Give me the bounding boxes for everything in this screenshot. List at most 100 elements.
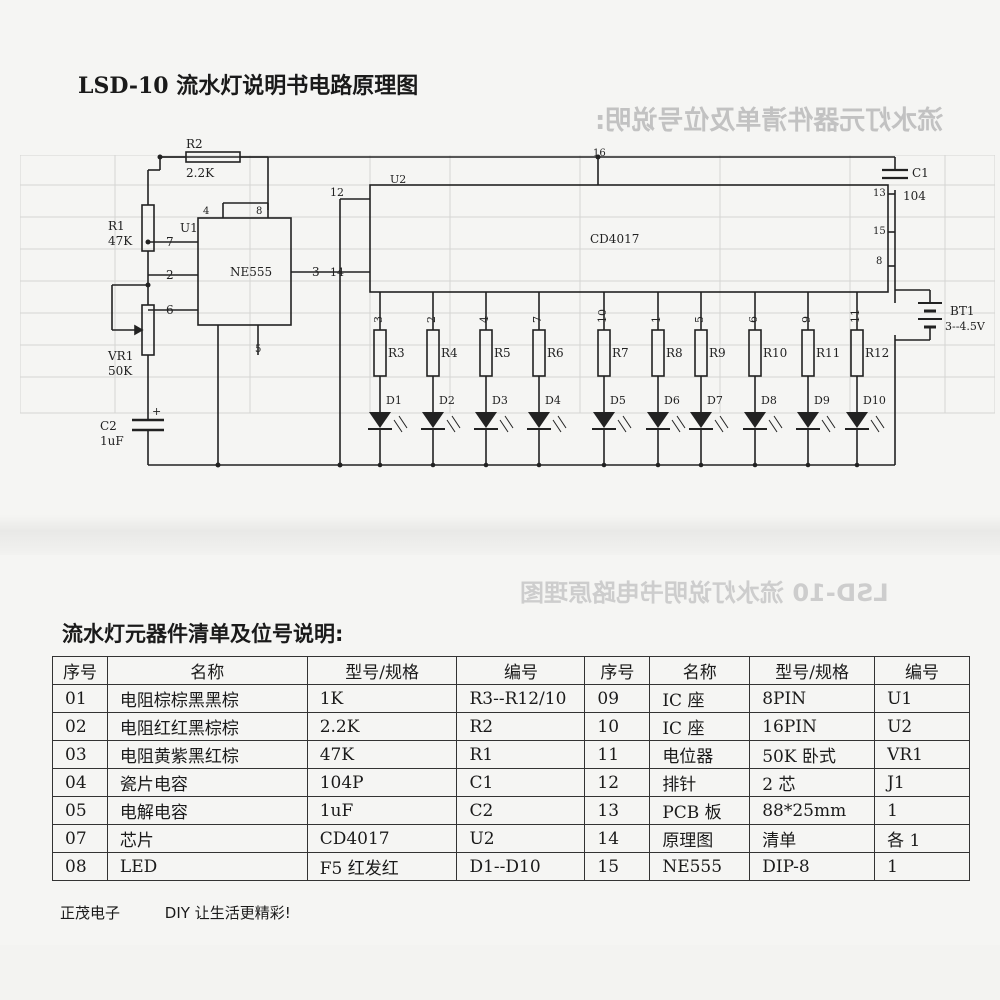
footer: 正茂电子 DIY 让生活更精彩! bbox=[60, 902, 331, 923]
cd4017-pin-12: 12 bbox=[330, 186, 344, 199]
led-label: D5 bbox=[610, 394, 626, 407]
led-icon bbox=[744, 412, 766, 428]
table-cell: 1uF bbox=[306, 796, 458, 825]
led-label: D1 bbox=[386, 394, 402, 407]
bom-header-cell: 型号/规格 bbox=[306, 656, 458, 685]
cd4017-pin-13: 13 bbox=[873, 188, 886, 199]
resistor-label: R7 bbox=[612, 346, 629, 360]
footer-brand: 正茂电子 bbox=[60, 904, 121, 922]
ne555-label: NE555 bbox=[230, 265, 272, 279]
table-cell: 16PIN bbox=[749, 712, 876, 741]
table-cell: 1K bbox=[306, 684, 458, 713]
c1-label: C1 bbox=[912, 166, 929, 180]
table-cell: IC 座 bbox=[649, 684, 751, 713]
output-pin-label: 1 bbox=[650, 316, 663, 323]
resistor-label: R9 bbox=[709, 346, 726, 360]
resistor-symbol bbox=[801, 329, 815, 377]
led-output-channels: 3R3D12R4D24R5D37R6D410R7D51R8D65R9D76R10… bbox=[368, 292, 889, 468]
schematic-title: LSD-10 流水灯说明书电路原理图 bbox=[78, 73, 419, 99]
bom-header-cell: 名称 bbox=[649, 656, 751, 685]
table-cell: 原理图 bbox=[649, 824, 751, 853]
table-cell: 01 bbox=[52, 684, 108, 713]
ne555-pin-2: 2 bbox=[166, 268, 174, 282]
table-cell: VR1 bbox=[874, 740, 970, 769]
table-cell: 07 bbox=[52, 824, 108, 853]
output-pin-label: 6 bbox=[747, 316, 760, 323]
bleed-through-title-mid: LSD-10 流水灯说明书电路原理图 bbox=[520, 579, 889, 607]
bom-header-cell: 序号 bbox=[584, 656, 651, 685]
table-cell: 02 bbox=[52, 712, 108, 741]
vr1-value: 50K bbox=[108, 364, 133, 378]
resistor-symbol bbox=[426, 329, 440, 377]
table-cell: PCB 板 bbox=[649, 796, 751, 825]
u1-label: U1 bbox=[180, 221, 198, 235]
table-cell: 电阻黄紫黑红棕 bbox=[106, 740, 308, 769]
led-icon bbox=[475, 412, 497, 428]
resistor-symbol bbox=[373, 329, 387, 377]
led-label: D3 bbox=[492, 394, 508, 407]
led-label: D7 bbox=[707, 394, 723, 407]
output-pin-label: 9 bbox=[800, 316, 813, 323]
table-cell: D1--D10 bbox=[456, 852, 586, 881]
led-label: D2 bbox=[439, 394, 455, 407]
resistor-symbol bbox=[597, 329, 611, 377]
output-pin-label: 11 bbox=[849, 309, 862, 323]
table-cell: 09 bbox=[584, 684, 651, 713]
bom-header-cell: 型号/规格 bbox=[749, 656, 876, 685]
r1-label: R1 bbox=[108, 219, 125, 233]
bom-header-cell: 名称 bbox=[106, 656, 308, 685]
table-cell: NE555 bbox=[649, 852, 751, 881]
table-cell: 1 bbox=[874, 796, 970, 825]
bt1-value: 3--4.5V bbox=[945, 320, 986, 333]
led-icon bbox=[369, 412, 391, 428]
table-cell: 05 bbox=[52, 796, 108, 825]
led-label: D9 bbox=[814, 394, 830, 407]
led-icon bbox=[647, 412, 669, 428]
resistor-symbol bbox=[748, 329, 762, 377]
table-cell: 08 bbox=[52, 852, 108, 881]
c2-label: C2 bbox=[100, 419, 117, 433]
table-cell: R2 bbox=[456, 712, 586, 741]
table-cell: IC 座 bbox=[649, 712, 751, 741]
table-cell: 14 bbox=[584, 824, 651, 853]
table-cell: LED bbox=[106, 852, 308, 881]
u2-label: U2 bbox=[390, 173, 406, 186]
cd4017-pin-14: 14 bbox=[330, 266, 344, 279]
resistor-label: R10 bbox=[763, 346, 787, 360]
table-cell: 清单 bbox=[749, 824, 876, 853]
table-cell: 瓷片电容 bbox=[106, 768, 308, 797]
table-cell: CD4017 bbox=[306, 824, 458, 853]
ne555-pin-7: 7 bbox=[166, 235, 174, 249]
r2-label: R2 bbox=[186, 137, 203, 151]
table-cell: 8PIN bbox=[749, 684, 876, 713]
ne555-pin-3: 3 bbox=[312, 265, 320, 279]
led-icon bbox=[593, 412, 615, 428]
bom-header-cell: 编号 bbox=[874, 656, 970, 685]
resistor-label: R3 bbox=[388, 346, 405, 360]
led-label: D10 bbox=[863, 394, 886, 407]
led-label: D6 bbox=[664, 394, 680, 407]
led-icon bbox=[690, 412, 712, 428]
cd4017-label: CD4017 bbox=[590, 232, 639, 246]
table-cell: 50K 卧式 bbox=[749, 740, 876, 769]
r2-value: 2.2K bbox=[186, 166, 215, 180]
table-cell: 12 bbox=[584, 768, 651, 797]
led-icon bbox=[528, 412, 550, 428]
table-cell: U2 bbox=[456, 824, 586, 853]
table-cell: 2.2K bbox=[306, 712, 458, 741]
c1-value: 104 bbox=[903, 189, 926, 203]
output-pin-label: 7 bbox=[531, 316, 544, 323]
